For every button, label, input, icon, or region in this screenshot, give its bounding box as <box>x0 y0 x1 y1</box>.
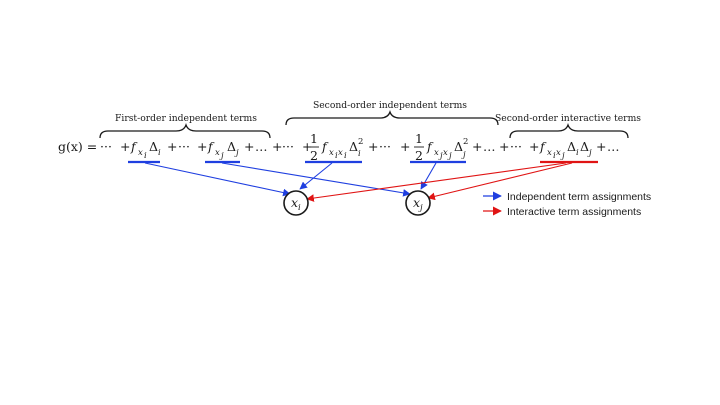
term-half-f-xixi: 1 2 f x i x i Δ 2 i <box>309 131 363 163</box>
plus-sign: + <box>120 139 130 154</box>
node-xi-sub: i <box>298 203 301 213</box>
node-xi: x i <box>283 190 309 216</box>
term-sub-x: x <box>138 148 143 158</box>
brace-label-second-order: Second-order independent terms <box>313 100 467 111</box>
node-xj-circle <box>405 190 431 216</box>
term-delta: Δ <box>580 139 589 154</box>
plus-sign: + <box>197 139 207 154</box>
term-delta: Δ <box>149 139 158 154</box>
fraction-numerator: 1 <box>310 131 318 146</box>
term-delta-sub-i: i <box>158 148 161 158</box>
plus-sign: + <box>368 139 378 154</box>
brace-label-interactive: Second-order interactive terms <box>495 113 641 124</box>
plus-sign: + <box>272 139 282 154</box>
term-sub-j: j <box>219 151 224 161</box>
arrow-f-xi-to-xi <box>144 162 291 197</box>
term-sub-x: x <box>556 148 561 158</box>
brace-first-order: First-order independent terms <box>99 113 271 139</box>
brace-label-first-order: First-order independent terms <box>115 113 257 124</box>
interactive-arrows <box>306 162 573 202</box>
equation: g(x) = ··· + f x i Δ i + ··· + f x j Δ j… <box>58 131 620 163</box>
term-ellipsis: … <box>607 139 620 154</box>
node-xi-letter: x <box>291 195 298 210</box>
arrow-f-xixj-to-xi <box>306 162 567 202</box>
plus-sign: + <box>472 139 482 154</box>
term-delta: Δ <box>567 139 576 154</box>
arrow-f-xixj-to-xj <box>427 162 573 201</box>
term-f: f <box>426 139 434 154</box>
plus-sign: + <box>302 139 312 154</box>
plus-sign: + <box>167 139 177 154</box>
equation-lhs: g(x) = <box>58 139 97 154</box>
term-dots: ··· <box>178 139 190 154</box>
legend-label-independent: Independent term assignments <box>507 191 651 203</box>
term-sub-x: x <box>215 148 220 158</box>
plus-sign: + <box>499 139 509 154</box>
fraction-numerator: 1 <box>415 131 423 146</box>
node-xj-sub: j <box>418 203 423 213</box>
term-delta-sub-j: j <box>234 148 239 158</box>
term-delta-sub-i: i <box>358 149 361 159</box>
term-delta-sub-i: i <box>576 148 579 158</box>
term-f: f <box>130 139 138 154</box>
fraction-denominator: 2 <box>415 148 423 163</box>
term-dots: ··· <box>510 139 522 154</box>
term-delta: Δ <box>349 139 358 154</box>
brace-second-order: Second-order independent terms <box>285 100 499 126</box>
term-sub-j: j <box>560 151 565 161</box>
term-f-xi-delta-i: f x i Δ i <box>130 139 161 161</box>
term-delta-sub-j: j <box>587 148 592 158</box>
term-sub-i: i <box>335 151 338 161</box>
term-half-f-xjxj: 1 2 f x j x j Δ 2 j <box>414 131 468 163</box>
legend: Independent term assignments Interactive… <box>483 191 651 218</box>
term-f: f <box>207 139 215 154</box>
plus-sign: + <box>244 139 254 154</box>
term-f-xixj-interactive: f x i x j Δ i Δ j <box>539 139 592 161</box>
term-sub-x: x <box>547 148 552 158</box>
arrow-f-xj-to-xj <box>221 162 411 197</box>
plus-sign: + <box>596 139 606 154</box>
term-sub-i: i <box>553 151 556 161</box>
term-ellipsis: … <box>255 139 268 154</box>
term-delta: Δ <box>454 139 463 154</box>
term-sub-i: i <box>144 151 147 161</box>
term-square: 2 <box>358 137 363 147</box>
term-sub-x: x <box>338 148 343 158</box>
arrow-f-xjxj-to-xj <box>420 162 437 190</box>
term-sub-j: j <box>447 151 452 161</box>
term-delta: Δ <box>227 139 236 154</box>
arrow-f-xixi-to-xi <box>299 162 333 190</box>
term-dots: ··· <box>282 139 294 154</box>
node-xj-letter: x <box>413 195 420 210</box>
node-xi-circle <box>283 190 309 216</box>
legend-label-interactive: Interactive term assignments <box>507 206 641 218</box>
term-sub-i: i <box>344 151 347 161</box>
independent-arrows <box>144 162 437 197</box>
term-sub-x: x <box>443 148 448 158</box>
brace-interactive: Second-order interactive terms <box>495 113 641 139</box>
term-sub-x: x <box>329 148 334 158</box>
term-f: f <box>321 139 329 154</box>
plus-sign: + <box>529 139 539 154</box>
plus-sign: + <box>400 139 410 154</box>
term-f: f <box>539 139 547 154</box>
node-xj: x j <box>405 190 431 216</box>
term-leading-dots: ··· <box>100 139 112 154</box>
term-dots: ··· <box>379 139 391 154</box>
term-f-xj-delta-j: f x j Δ j <box>207 139 239 161</box>
term-square: 2 <box>463 137 468 147</box>
fraction-denominator: 2 <box>310 148 318 163</box>
term-delta-sub-j: j <box>461 150 466 160</box>
term-ellipsis: … <box>483 139 496 154</box>
legend-item-interactive: Interactive term assignments <box>483 206 641 218</box>
legend-item-independent: Independent term assignments <box>483 191 651 203</box>
term-sub-j: j <box>438 151 443 161</box>
term-sub-x: x <box>434 148 439 158</box>
